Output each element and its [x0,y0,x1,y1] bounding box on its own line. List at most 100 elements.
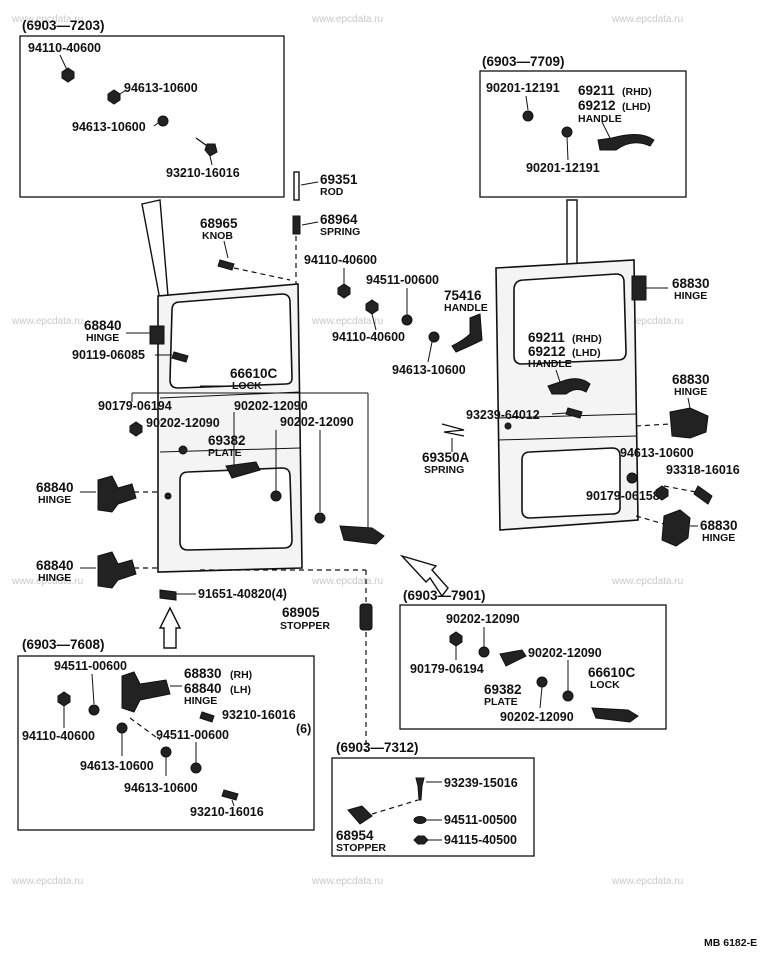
part-number[interactable]: 94511-00600 [54,659,127,673]
hinge-icon [121,671,171,713]
lock-icon [591,707,639,723]
washer-icon [401,314,413,326]
part-number[interactable]: 90201-12191 [486,81,560,95]
bolt-icon [221,789,239,801]
bolt-icon [159,589,177,601]
part-number[interactable]: 68830 [672,276,710,291]
part-note: (LH) [230,684,251,696]
part-number[interactable]: 90202-12090 [446,612,520,626]
washer-icon [88,704,100,716]
part-name: KNOB [202,230,233,242]
left-hinges: 68840 HINGE 90119-06085 68840 HINGE 6884… [36,318,287,601]
part-number[interactable]: 69211 [528,330,565,345]
part-number[interactable]: 94613-10600 [124,781,198,795]
part-number[interactable]: 90202-12090 [146,416,220,430]
part-number[interactable]: 68905 [282,605,320,620]
washer-icon [413,816,427,824]
part-number[interactable]: 68840 [36,480,74,495]
part-name: HINGE [38,572,71,584]
part-note: (LHD) [622,101,651,113]
washer-icon [116,722,128,734]
rod-icon [293,171,300,201]
box-title: (6903—7312) [336,740,419,755]
spring-icon [441,423,465,437]
arrow-icon [399,554,449,598]
part-number[interactable]: 90179-06194 [410,662,484,676]
part-number[interactable]: 94511-00600 [366,273,439,287]
part-name: HANDLE [444,302,488,314]
part-number[interactable]: 94613-10600 [72,120,146,134]
part-name: PLATE [484,696,518,708]
box-title: (6903—7901) [403,588,486,603]
part-number[interactable]: 75416 [444,288,482,303]
part-number[interactable]: 69212 [578,98,616,113]
part-number[interactable]: 69211 [578,83,615,98]
handle-icon [451,313,483,353]
part-number[interactable]: 94613-10600 [80,759,154,773]
part-number[interactable]: 94613-10600 [124,81,198,95]
part-number[interactable]: 69382 [208,433,246,448]
part-number[interactable]: 68830 [700,518,738,533]
part-number[interactable]: 68965 [200,216,238,231]
part-number[interactable]: 94115-40500 [444,833,517,847]
hinge-icon [97,475,137,513]
part-number[interactable]: 90202-12090 [280,415,354,429]
part-name: HINGE [702,532,735,544]
watermark: www.epcdata.ru [611,876,683,887]
screw-icon [270,490,282,502]
part-note: (RHD) [622,86,652,98]
part-number[interactable]: 69212 [528,344,566,359]
part-number[interactable]: 90202-12090 [500,710,574,724]
part-number[interactable]: 93210-16016 [166,166,240,180]
watermark: www.epcdata.ru [11,14,83,25]
part-number[interactable]: 91651-40820(4) [198,587,287,601]
part-name: HINGE [674,386,707,398]
part-number[interactable]: 90179-06194 [98,399,172,413]
part-number[interactable]: 93239-64012 [466,408,540,422]
hinge-icon [669,407,709,439]
part-number[interactable]: 94110-40600 [332,330,405,344]
part-number[interactable]: 69350A [422,450,470,465]
part-number[interactable]: 94613-10600 [620,446,694,460]
box-6903-7203: (6903—7203) 94110-40600 94613-10600 9461… [19,18,285,198]
nut-icon [337,283,351,299]
part-number[interactable]: 93318-16016 [666,463,740,477]
part-number[interactable]: 68830 [184,666,222,681]
part-number[interactable]: 94511-00500 [444,813,517,827]
part-number[interactable]: 68964 [320,212,358,227]
watermarks: www.epcdata.ru www.epcdata.ru www.epcdat… [11,14,683,887]
part-number[interactable]: 68954 [336,828,374,843]
part-number[interactable]: 68840 [184,681,222,696]
part-number[interactable]: 66610C [588,665,636,680]
part-number[interactable]: 68830 [672,372,710,387]
nut-icon [129,421,143,437]
bolt-icon [171,351,189,363]
part-number[interactable]: 90119-06085 [72,348,145,362]
part-number[interactable]: 90202-12090 [234,399,308,413]
part-name: ROD [320,186,344,198]
part-number[interactable]: 66610C [230,366,278,381]
part-number[interactable]: 94110-40600 [28,41,101,55]
part-number[interactable]: 90179-06158 [586,489,660,503]
door-pillar [141,199,169,302]
part-number[interactable]: 90201-12191 [526,161,600,175]
part-number[interactable]: 68840 [84,318,122,333]
part-number[interactable]: 93210-16016 [190,805,264,819]
box-title: (6903—7608) [22,637,105,652]
part-number[interactable]: 94613-10600 [392,363,466,377]
part-number[interactable]: 93210-16016 [222,708,296,722]
part-number[interactable]: 94511-00600 [156,728,229,742]
part-number[interactable]: 94110-40600 [22,729,95,743]
washer-icon [428,331,440,343]
part-number[interactable]: 90202-12090 [528,646,602,660]
bolt-icon [693,485,713,505]
part-number[interactable]: 94110-40600 [304,253,377,267]
part-name: HANDLE [528,358,572,370]
part-number[interactable]: 93239-15016 [444,776,518,790]
nut-icon [413,835,429,845]
part-number[interactable]: 68840 [36,558,74,573]
part-number[interactable]: 69351 [320,172,358,187]
rod-assembly: 69351 ROD 68964 SPRING [292,171,360,390]
part-number[interactable]: 69382 [484,682,522,697]
door-window [513,273,627,365]
